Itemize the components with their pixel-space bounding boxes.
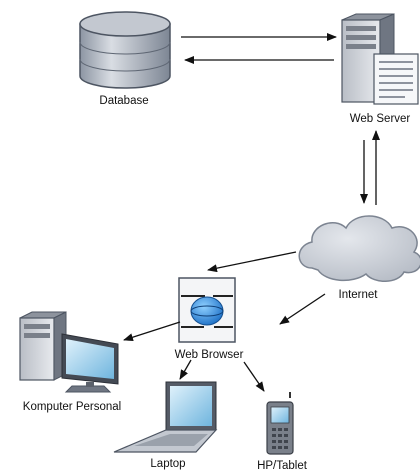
hp-tablet-label: HP/Tablet xyxy=(257,460,307,472)
arrow-internet-to-area xyxy=(279,293,326,325)
database-label: Database xyxy=(99,95,149,107)
arrow-browser-to-pc xyxy=(123,321,181,342)
web-browser-label: Web Browser xyxy=(174,349,244,361)
arrow-browser-to-phone xyxy=(243,361,265,392)
komputer-personal-label: Komputer Personal xyxy=(22,401,122,413)
phone-tablet-icon xyxy=(266,392,294,455)
database-icon xyxy=(79,11,171,89)
web-server-icon xyxy=(341,13,419,105)
web-browser-icon xyxy=(178,277,236,343)
web-server-label: Web Server xyxy=(349,113,411,125)
arrow-internet-to-browser xyxy=(207,251,297,273)
internet-cloud-icon xyxy=(298,215,420,282)
laptop-label: Laptop xyxy=(150,458,186,470)
laptop-icon xyxy=(113,381,218,453)
arrow-browser-to-laptop xyxy=(179,359,192,380)
internet-label: Internet xyxy=(338,289,378,301)
personal-computer-icon xyxy=(19,311,119,393)
